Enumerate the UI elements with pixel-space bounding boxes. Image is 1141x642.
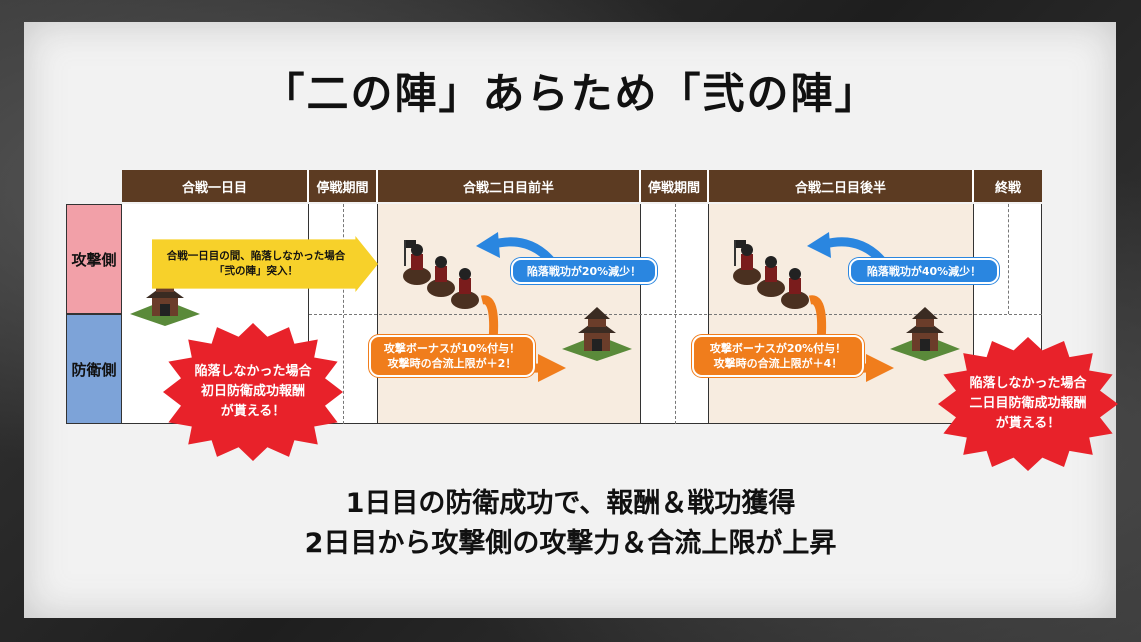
- burst-line2: 初日防衛成功報酬: [200, 384, 305, 399]
- cavalry-icon: [403, 240, 479, 309]
- ceasefire-divider-1: [343, 204, 344, 424]
- header-day2-second-half: 合戦二日目後半: [709, 170, 974, 202]
- castle-icon: [562, 307, 632, 361]
- burst-line1: 陥落しなかった場合: [969, 376, 1087, 391]
- ceasefire-divider-2: [675, 204, 676, 424]
- summary-text: 1日目の防衛成功で、報酬＆戦功獲得 2日目から攻撃側の攻撃力＆合流上限が上昇: [0, 484, 1141, 564]
- blue-callout-text: 陥落戦功が40%減少！: [866, 264, 982, 278]
- burst-line3: が貰える！: [995, 416, 1061, 431]
- slide-title: 「二の陣」あらため「弐の陣」: [262, 69, 879, 118]
- burst-line1: 陥落しなかった場合: [194, 364, 312, 379]
- header-ceasefire-1: 停戦期間: [309, 170, 378, 202]
- castle-icon: [890, 307, 960, 361]
- row-label-attack: 攻撃側: [66, 204, 122, 314]
- burst-line3: が貰える！: [220, 404, 286, 419]
- cavalry-icon: [733, 240, 809, 309]
- castle-icon: [130, 272, 200, 326]
- burst-line2: 二日目防衛成功報酬: [969, 396, 1087, 411]
- end-divider: [1008, 204, 1009, 314]
- header-end: 終戦: [974, 170, 1042, 202]
- blue-callout-40-percent: 陥落戦功が40%減少！: [849, 258, 999, 284]
- red-burst-callout-day2: 陥落しなかった場合 二日目防衛成功報酬 が貰える！: [938, 337, 1118, 471]
- yellow-callout-line2: 「弐の陣」突入！: [214, 265, 298, 277]
- yellow-arrow-callout: 合戦一日目の間、陥落しなかった場合 「弐の陣」突入！: [152, 236, 378, 292]
- orange-callout-10-percent: 攻撃ボーナスが10%付与！ 攻撃時の合流上限が＋2！: [369, 335, 535, 377]
- summary-line1: 1日目の防衛成功で、報酬＆戦功獲得: [345, 488, 796, 519]
- orange-callout-line2: 攻撃時の合流上限が＋4！: [713, 357, 843, 370]
- orange-callout-line1: 攻撃ボーナスが20%付与！: [709, 342, 847, 355]
- blue-callout-text: 陥落戦功が20%減少！: [526, 264, 642, 278]
- row-label-defense: 防衛側: [66, 314, 122, 424]
- red-burst-callout-day1: 陥落しなかった場合 初日防衛成功報酬 が貰える！: [163, 323, 343, 461]
- blue-callout-20-percent: 陥落戦功が20%減少！: [511, 258, 657, 284]
- summary-line2: 2日目から攻撃側の攻撃力＆合流上限が上昇: [304, 528, 837, 559]
- orange-callout-20-percent: 攻撃ボーナスが20%付与！ 攻撃時の合流上限が＋4！: [692, 335, 864, 377]
- yellow-callout-line1: 合戦一日目の間、陥落しなかった場合: [166, 250, 346, 262]
- orange-callout-line2: 攻撃時の合流上限が＋2！: [387, 357, 517, 370]
- header-ceasefire-2: 停戦期間: [641, 170, 709, 202]
- header-day1: 合戦一日目: [122, 170, 309, 202]
- header-day2-first-half: 合戦二日目前半: [378, 170, 641, 202]
- orange-callout-line1: 攻撃ボーナスが10%付与！: [383, 342, 521, 355]
